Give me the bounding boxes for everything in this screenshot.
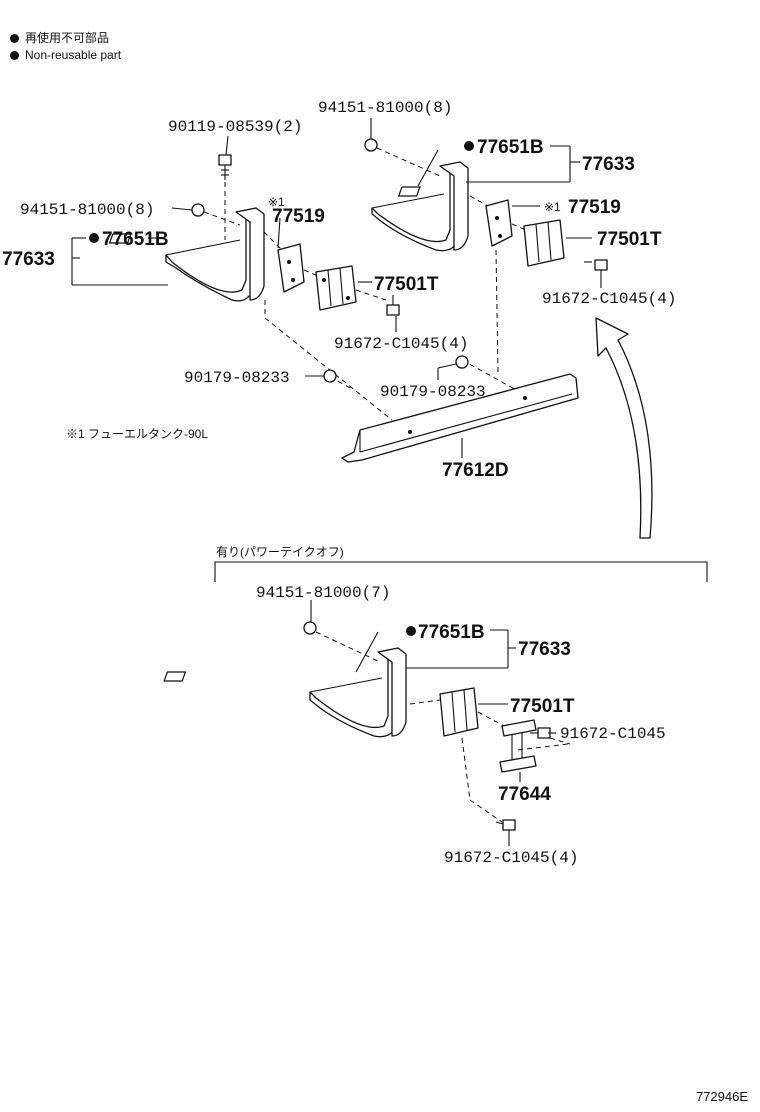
label-note-power-takeoff: 有り(パワーテイクオフ) bbox=[216, 545, 344, 559]
label-77633-right: 77633 bbox=[582, 154, 635, 175]
right-bracket-assembly bbox=[364, 118, 608, 393]
label-91672-single: 91672-C1045 bbox=[560, 725, 666, 743]
bracket-77633-bottom bbox=[309, 647, 399, 738]
label-90179-left: 90179-08233 bbox=[184, 369, 290, 387]
non-reusable-dot-icon bbox=[89, 233, 99, 243]
legend: 再使用不可部品 Non-reusable part bbox=[10, 30, 121, 64]
label-77612d: 77612D bbox=[442, 460, 509, 481]
label-91672-left: 91672-C1045(4) bbox=[334, 335, 468, 353]
legend-row-ja: 再使用不可部品 bbox=[10, 30, 121, 47]
non-reusable-dot-icon bbox=[464, 141, 474, 151]
label-91672-bottom: 91672-C1045(4) bbox=[444, 849, 578, 867]
label-77501t-right: 77501T bbox=[597, 229, 662, 250]
label-77651b-left: 77651B bbox=[102, 229, 169, 250]
nut-94151-left bbox=[191, 203, 205, 217]
power-takeoff-bracket bbox=[214, 561, 708, 582]
legend-text-en: Non-reusable part bbox=[25, 48, 122, 62]
non-reusable-dot-icon bbox=[10, 34, 19, 43]
legend-text-ja: 再使用不可部品 bbox=[25, 31, 110, 45]
bottom-bracket-assembly bbox=[163, 600, 571, 846]
bracket-77501t-right bbox=[523, 219, 565, 267]
label-77651b-bottom: 77651B bbox=[418, 622, 485, 643]
non-reusable-dot-icon bbox=[406, 626, 416, 636]
clip-90179-left bbox=[323, 369, 337, 383]
bracket-77519-left bbox=[277, 243, 305, 293]
non-reusable-dot-icon bbox=[10, 51, 19, 60]
bracket-77501t-bottom bbox=[439, 687, 479, 737]
label-90179-right: 90179-08233 bbox=[380, 383, 486, 401]
label-nut-94151-bottom: 94151-81000(7) bbox=[256, 584, 390, 602]
nut-94151-top bbox=[364, 138, 378, 152]
legend-row-en: Non-reusable part bbox=[10, 47, 121, 64]
label-77519-right: 77519 bbox=[568, 197, 621, 218]
label-77633-bottom: 77633 bbox=[518, 639, 571, 660]
pad-77651b-left bbox=[108, 233, 132, 244]
bracket-77519-right bbox=[485, 199, 513, 247]
label-77644: 77644 bbox=[498, 784, 551, 805]
bracket-77633-right bbox=[371, 161, 461, 252]
label-bolt-90119: 90119-08539(2) bbox=[168, 118, 302, 136]
label-note-fuel-tank: ※1 フューエルタンク-90L bbox=[66, 427, 208, 441]
label-77651b-right: 77651B bbox=[477, 137, 544, 158]
label-77501t-bottom: 77501T bbox=[510, 696, 575, 717]
bracket-77501t-left bbox=[315, 265, 357, 311]
label-mark-77519-right: ※1 bbox=[544, 200, 561, 214]
part-77644 bbox=[499, 719, 537, 773]
bolt-91672-left bbox=[386, 295, 400, 316]
bracket-77633-left bbox=[165, 207, 257, 302]
left-bracket-assembly bbox=[71, 135, 400, 421]
label-mark-77519-left: ※1 bbox=[268, 195, 285, 209]
clip-90179-right bbox=[455, 355, 469, 369]
label-nut-94151-left: 94151-81000(8) bbox=[20, 201, 154, 219]
diagram-id: 772946E bbox=[695, 1089, 748, 1104]
curved-arrow-icon bbox=[595, 317, 653, 539]
pad-77651b-bottom bbox=[163, 671, 187, 682]
label-77501t-left: 77501T bbox=[374, 274, 439, 295]
pad-77651b-right bbox=[397, 186, 421, 197]
label-77519-left: 77519 bbox=[272, 206, 325, 227]
nut-94151-bottom bbox=[303, 621, 317, 635]
label-77633-left: 77633 bbox=[2, 249, 55, 270]
label-nut-94151-top: 94151-81000(8) bbox=[318, 99, 452, 117]
bolt-90119 bbox=[218, 154, 232, 180]
label-91672-right: 91672-C1045(4) bbox=[542, 290, 676, 308]
bolt-91672-bottom bbox=[495, 819, 516, 831]
cover-77612d bbox=[341, 373, 579, 463]
bolt-91672-right bbox=[584, 259, 608, 271]
